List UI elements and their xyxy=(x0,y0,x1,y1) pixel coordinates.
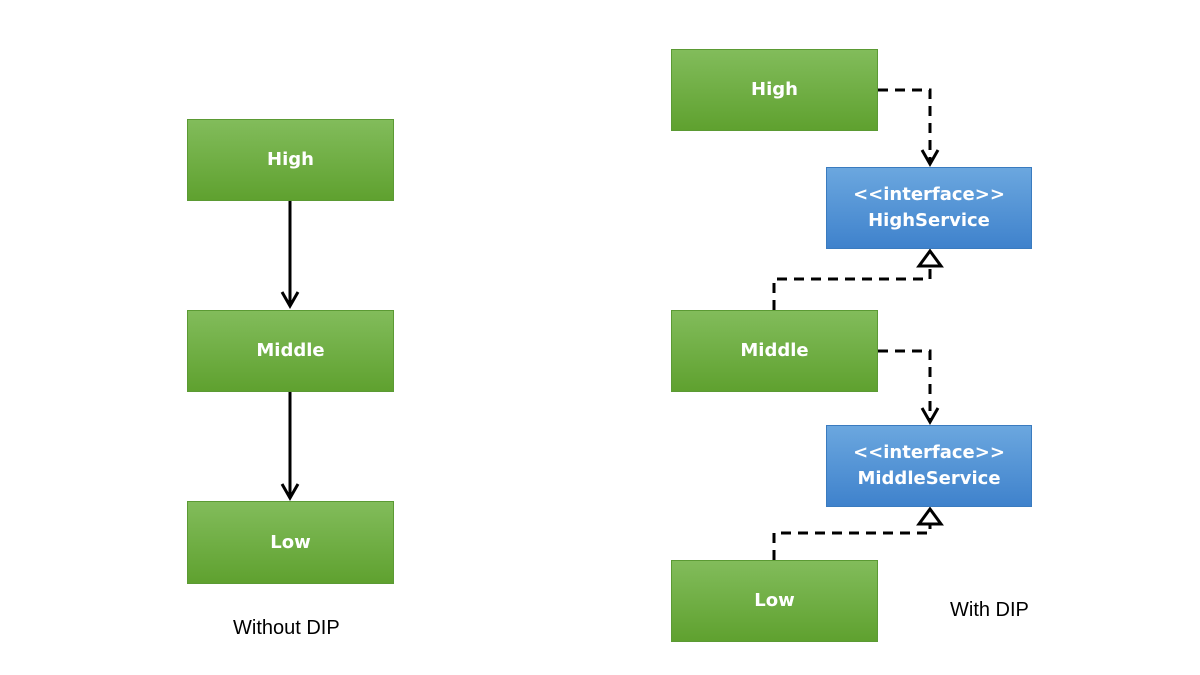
high-module-box: High xyxy=(187,119,394,201)
low-module-label: Low xyxy=(270,531,311,553)
middle-module-label: Middle xyxy=(256,340,325,361)
dip-high-module-box: High xyxy=(671,49,878,131)
high-service-name: HighService xyxy=(868,210,990,231)
high-service-interface-box: <<interface>> HighService xyxy=(826,167,1032,249)
arrow-middle-to-low xyxy=(280,392,300,502)
low-module-box: Low xyxy=(187,501,394,584)
middle-service-name: MiddleService xyxy=(857,468,1001,489)
dependency-middle-to-middleservice xyxy=(878,349,940,426)
dependency-high-to-highservice xyxy=(878,88,940,168)
without-dip-caption: Without DIP xyxy=(233,617,340,639)
dip-middle-module-box: Middle xyxy=(671,310,878,392)
middle-service-interface-box: <<interface>> MiddleService xyxy=(826,425,1032,507)
dip-middle-module-label: Middle xyxy=(740,340,809,361)
dip-low-module-box: Low xyxy=(671,560,878,642)
arrow-high-to-middle xyxy=(280,201,300,310)
with-dip-caption: With DIP xyxy=(950,599,1029,621)
middle-module-box: Middle xyxy=(187,310,394,392)
dip-high-module-label: High xyxy=(751,79,798,100)
realization-low-to-middleservice xyxy=(772,506,944,560)
realization-middle-to-highservice xyxy=(772,248,944,310)
high-service-stereotype: <<interface>> xyxy=(853,184,1005,205)
dip-low-module-label: Low xyxy=(754,590,795,611)
middle-service-stereotype: <<interface>> xyxy=(853,442,1005,463)
high-module-label: High xyxy=(267,149,314,170)
